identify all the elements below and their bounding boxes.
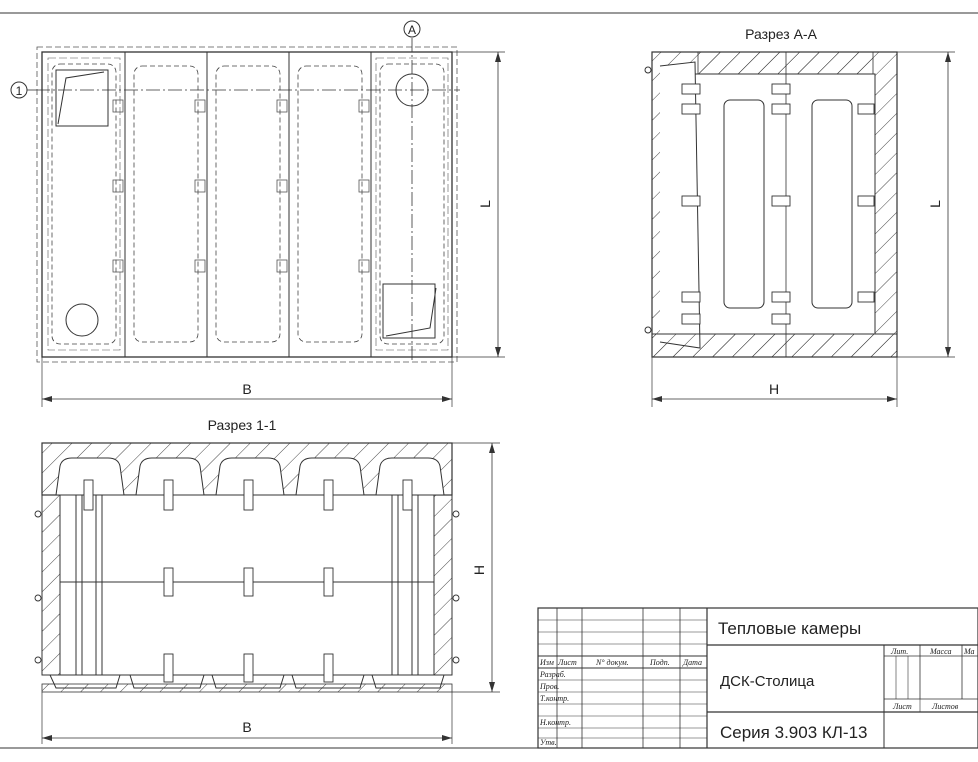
label-masshtab: Ма xyxy=(963,647,975,656)
col-sign: Подп. xyxy=(649,658,670,667)
col-izm: Изм xyxy=(539,658,554,667)
col-doc: N° докум. xyxy=(595,658,629,667)
title-block-series: Серия 3.903 КЛ-13 xyxy=(720,723,868,742)
aa-dim-height-label: H xyxy=(769,381,779,397)
top-dim-width-label: B xyxy=(242,381,251,397)
col-list: Лист xyxy=(557,658,577,667)
s11-dim-height-label: H xyxy=(471,565,487,575)
s11-dim-width-label: B xyxy=(242,719,251,735)
title-block-labels: Изм Лист N° докум. Подп. Дата Разраб. Пр… xyxy=(539,647,975,747)
title-block xyxy=(537,607,978,749)
section-11-title: Разрез 1-1 xyxy=(208,417,277,433)
section-aa-title: Разрез А-А xyxy=(745,26,817,42)
title-block-organization: ДСК-Столица xyxy=(720,673,815,690)
label-massa: Масса xyxy=(929,647,951,656)
top-dim-length-label: L xyxy=(477,200,493,208)
row-utv: Утв. xyxy=(540,738,557,747)
row-razrab: Разраб. xyxy=(539,670,566,679)
callout-a: A xyxy=(408,23,416,37)
section-11: Разрез 1-1 xyxy=(34,417,500,744)
aa-dim-length-label: L xyxy=(927,200,943,208)
title-block-title: Тепловые камеры xyxy=(718,619,861,638)
callout-1: 1 xyxy=(16,84,23,98)
row-nkontr: Н.контр. xyxy=(539,718,571,727)
label-list: Лист xyxy=(892,702,912,711)
label-lit: Лит. xyxy=(890,647,908,656)
section-aa: Разрез А-А L xyxy=(644,26,955,407)
row-tkontr: Т.контр. xyxy=(540,694,569,703)
row-prov: Пров. xyxy=(539,682,559,691)
col-date: Дата xyxy=(682,658,702,667)
top-view: A 1 L B xyxy=(10,20,505,407)
label-listov: Листов xyxy=(931,702,959,711)
